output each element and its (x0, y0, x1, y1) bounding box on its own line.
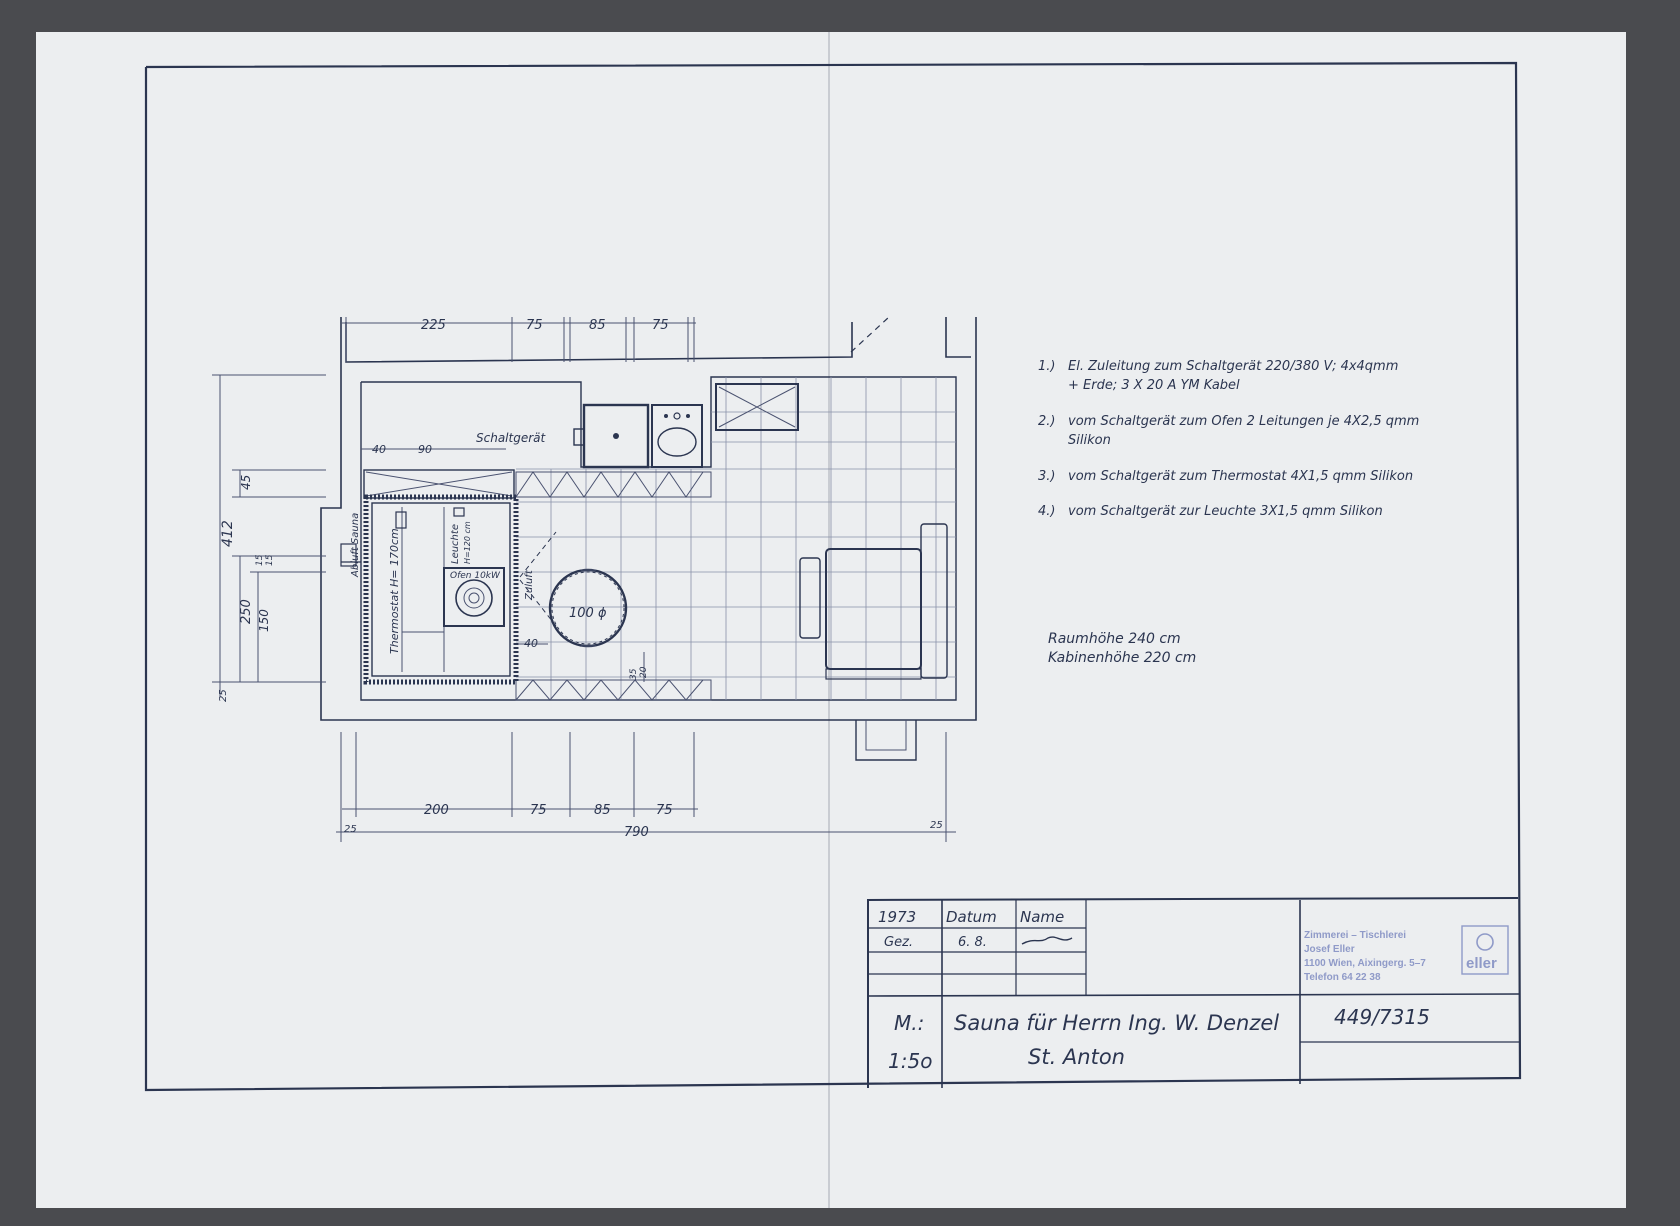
tb-date: 6. 8. (958, 935, 987, 950)
label-thermostat: Thermostat H= 170cm (388, 528, 401, 654)
tb-year: 1973 (878, 908, 916, 926)
note-1-number: 1.) (1038, 359, 1055, 374)
note-3-line-1: vom Schaltgerät zum Thermostat 4X1,5 qmm… (1068, 469, 1413, 484)
stamp-logo-icon (1476, 933, 1494, 951)
fixtures (363, 383, 799, 701)
note-4-line-1: vom Schaltgerät zur Leuchte 3X1,5 qmm Si… (1068, 504, 1383, 519)
label-abluft: Abluft Sauna (350, 513, 361, 578)
dim-bottom-2: 75 (530, 803, 547, 818)
note-1-line-1: El. Zuleitung zum Schaltgerät 220/380 V;… (1068, 359, 1398, 374)
cabin-height: Kabinenhöhe 220 cm (1048, 650, 1196, 666)
table-group (519, 531, 628, 648)
sauna-cabin (363, 494, 519, 685)
dim-top-3: 85 (589, 318, 606, 333)
dim-top-1: 225 (421, 318, 446, 333)
label-table: 100 ϕ (569, 606, 607, 621)
tb-signature (1021, 936, 1073, 945)
plan-walls (320, 316, 977, 761)
dim-left-15a: 15 (255, 554, 265, 566)
dim-left-25: 25 (218, 689, 229, 702)
dim-left-150: 150 (257, 609, 271, 632)
dim-left-412: 412 (220, 520, 236, 547)
stamp-line-4: Telefon 64 22 38 (1304, 972, 1381, 983)
dim-inner-40: 40 (372, 443, 386, 456)
stamp-line-3: 1100 Wien, Aixingerg. 5–7 (1304, 958, 1426, 969)
drawing-sheet: 225 75 85 75 200 75 85 75 790 25 25 412 … (36, 32, 1626, 1208)
dim-small-35: 35 (629, 668, 639, 680)
dim-right-edge: 25 (930, 820, 943, 831)
dim-left-15b: 15 (265, 554, 275, 566)
sheet-frame (144, 61, 1522, 1092)
note-2-number: 2.) (1038, 414, 1055, 429)
note-2-line-2: Silikon (1068, 433, 1111, 448)
room-height: Raumhöhe 240 cm (1048, 631, 1181, 647)
note-3-number: 3.) (1038, 469, 1055, 484)
dim-total: 790 (624, 825, 649, 840)
dim-bottom-4: 75 (656, 803, 673, 818)
tb-title-2: St. Anton (1028, 1045, 1125, 1069)
tb-number: 449/7315 (1334, 1005, 1430, 1029)
dim-left-45: 45 (239, 475, 253, 490)
label-schaltgeraet: Schaltgerät (476, 431, 547, 445)
dim-left-250: 250 (239, 599, 254, 624)
dim-bottom-3: 85 (594, 803, 611, 818)
label-leuchte-2: H=120 cm (463, 521, 472, 564)
dim-top-2: 75 (526, 318, 543, 333)
dim-bottom-1: 200 (424, 803, 449, 818)
dim-inner-90: 90 (418, 443, 432, 456)
floor-tiles (516, 377, 956, 700)
tb-scale: 1:5o (888, 1049, 932, 1073)
tb-scale-label: M.: (894, 1011, 924, 1035)
plan-labels: 225 75 85 75 200 75 85 75 790 25 25 412 … (218, 318, 943, 840)
stamp-logo-box (1461, 925, 1509, 975)
dim-top-4: 75 (652, 318, 669, 333)
stamp-line-1: Zimmerei – Tischlerei (1304, 930, 1406, 941)
label-zuluft: Zuluft (524, 569, 535, 601)
note-2-line-1: vom Schaltgerät zum Ofen 2 Leitungen je … (1068, 414, 1419, 429)
sauna-oven (443, 567, 505, 627)
wash-basin (651, 404, 703, 468)
tb-row-label: Gez. (884, 935, 913, 950)
stamp-logo-text: eller (1466, 955, 1497, 972)
note-1-line-2: + Erde; 3 X 20 A YM Kabel (1068, 378, 1240, 393)
tb-col-name: Name (1020, 908, 1064, 926)
dim-bench-gap: 40 (524, 637, 538, 650)
dimension-lines (212, 317, 956, 842)
label-leuchte-1: Leuchte (450, 524, 461, 564)
label-ofen: Ofen 10kW (450, 571, 501, 581)
title-block: 1973 Datum Name Gez. 6. 8. M.: 1:5o Saun… (867, 897, 1521, 1088)
tb-col-datum: Datum (946, 908, 997, 926)
rest-bed (799, 523, 948, 680)
tb-title-1: Sauna für Herrn Ing. W. Denzel (954, 1011, 1279, 1035)
note-4-number: 4.) (1038, 504, 1055, 519)
dim-left-edge: 25 (344, 824, 357, 835)
stamp-line-2: Josef Eller (1304, 944, 1355, 955)
dim-small-20: 20 (639, 666, 649, 678)
notes: 1.) El. Zuleitung zum Schaltgerät 220/38… (1038, 359, 1419, 666)
floor-plan-drawing: 225 75 85 75 200 75 85 75 790 25 25 412 … (144, 32, 1522, 1208)
